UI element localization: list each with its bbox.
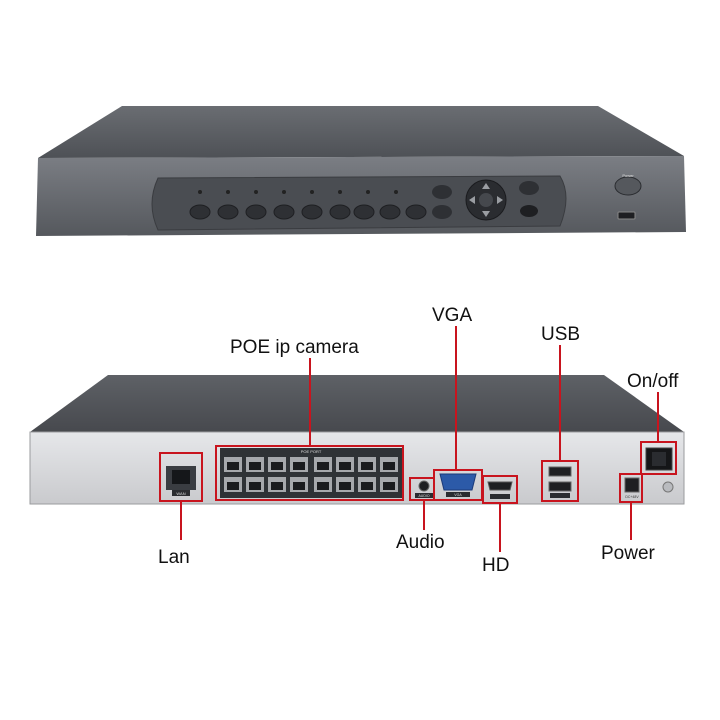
power-rocker-paddle [652, 452, 666, 466]
front-power-caption: Power [622, 173, 634, 178]
hdmi-port [487, 481, 513, 491]
dc-power-jack [624, 477, 640, 493]
front-ir-window [520, 205, 538, 217]
power-label: Power [601, 543, 655, 564]
dpad-left-icon [469, 196, 475, 204]
hd-label: HD [482, 555, 510, 576]
usb-port-2 [548, 481, 572, 492]
lan-port-tag [172, 490, 190, 496]
rear-top-cover [30, 375, 684, 432]
front-exit-button [432, 205, 452, 219]
dpad-up-icon [482, 183, 490, 189]
poe-port-slots [227, 462, 395, 490]
dpad-right-icon [497, 196, 503, 204]
poe-port-caption: POE PORT [301, 449, 322, 454]
usb-port-1 [548, 466, 572, 477]
vga-port [439, 473, 477, 491]
front-usb-port [617, 211, 636, 220]
hdmi-tag [490, 494, 510, 499]
lan-port-jack [172, 470, 190, 484]
vga-caption: VGA [454, 493, 462, 497]
audio-jack [418, 480, 430, 492]
wan-caption: WAN [176, 491, 185, 496]
front-dpad-enter [479, 193, 493, 207]
vga-tag [446, 492, 470, 497]
callouts [159, 326, 677, 552]
front-power-button [614, 176, 642, 196]
front-led-row [198, 190, 398, 194]
usb-label: USB [541, 324, 581, 345]
front-menu-button [432, 185, 452, 199]
front-view: Power [36, 106, 686, 236]
rear-view: WAN POE PORT AUDIO [29, 375, 685, 505]
poe-label: POE ip camera [230, 337, 359, 358]
audio-tag [415, 493, 433, 498]
front-func-button [519, 181, 539, 195]
usb-tag [550, 493, 570, 498]
lan-label: Lan [158, 547, 190, 568]
vga-label: VGA [432, 305, 473, 326]
ground-screw [662, 481, 674, 493]
audio-caption: AUDIO [418, 494, 429, 498]
front-top-cover [38, 106, 684, 158]
audio-label: Audio [396, 532, 445, 553]
audio-callout-box [409, 477, 435, 501]
onoff-label: On/off [627, 371, 679, 392]
front-playback-buttons [189, 204, 427, 220]
dc-in-caption: DC+48V [625, 495, 639, 499]
dpad-down-icon [482, 211, 490, 217]
